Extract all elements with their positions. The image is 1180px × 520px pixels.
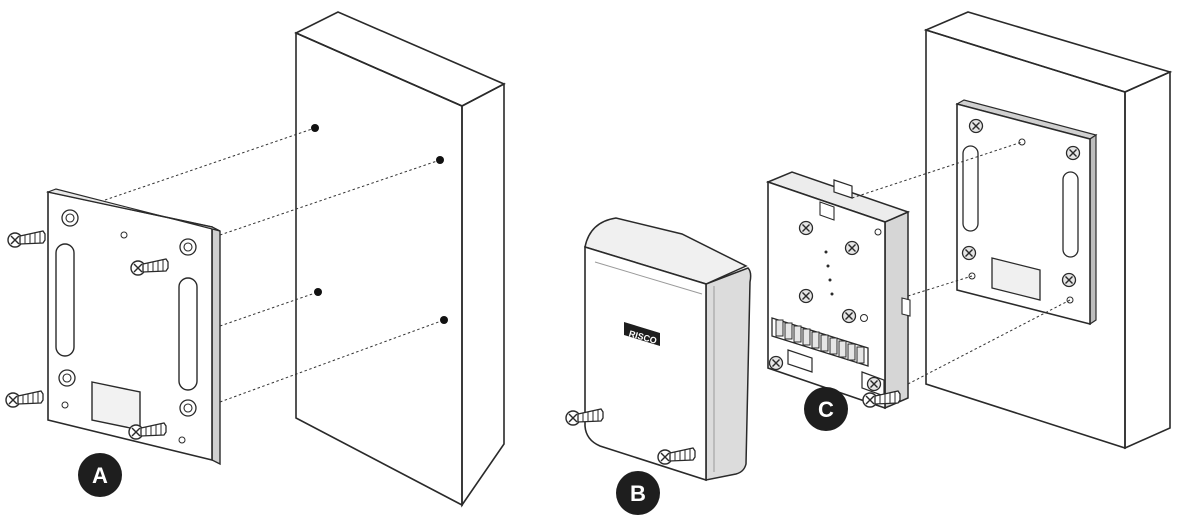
plate-screw-icon: [961, 245, 977, 261]
label-b-text: B: [630, 481, 646, 506]
mounted-plate: [955, 99, 1098, 326]
right-wall: [923, 11, 1173, 450]
label-c-text: C: [818, 397, 834, 422]
label-badge-b: B: [616, 471, 660, 515]
label-a-text: A: [92, 463, 108, 488]
base-unit-c: [765, 171, 911, 410]
brand-logo: [624, 322, 660, 346]
alignment-lines-c: [851, 141, 1071, 385]
screw-icon: [7, 230, 46, 248]
screw-icon: [5, 390, 44, 408]
plate-a-slot-right: [178, 277, 198, 391]
left-wall: [294, 11, 506, 508]
screw-icon: [866, 376, 882, 392]
plate-screw-icon: [968, 118, 984, 134]
base-screw-icon: [798, 288, 814, 304]
plate-screw-icon: [1061, 272, 1077, 288]
alignment-lines-a: [104, 124, 448, 403]
label-badge-c: C: [804, 387, 848, 431]
base-screw-icon: [841, 308, 857, 324]
housing-cover-b: RISCO: [584, 217, 752, 482]
plate-a-slot-left: [55, 243, 75, 357]
plate-a-hole-bottom-right: [179, 399, 197, 417]
mounting-plate-a: [45, 188, 221, 466]
label-badge-a: A: [78, 453, 122, 497]
terminal-block: [771, 317, 869, 367]
plate-a-hole-top-right: [179, 238, 197, 256]
base-screw-icon: [798, 220, 814, 236]
plate-a-hole-top-left: [61, 209, 79, 227]
plate-a-hole-bottom-left: [58, 369, 76, 387]
plate-screw-icon: [1065, 145, 1081, 161]
screw-icon: [768, 355, 784, 371]
base-screw-icon: [844, 240, 860, 256]
